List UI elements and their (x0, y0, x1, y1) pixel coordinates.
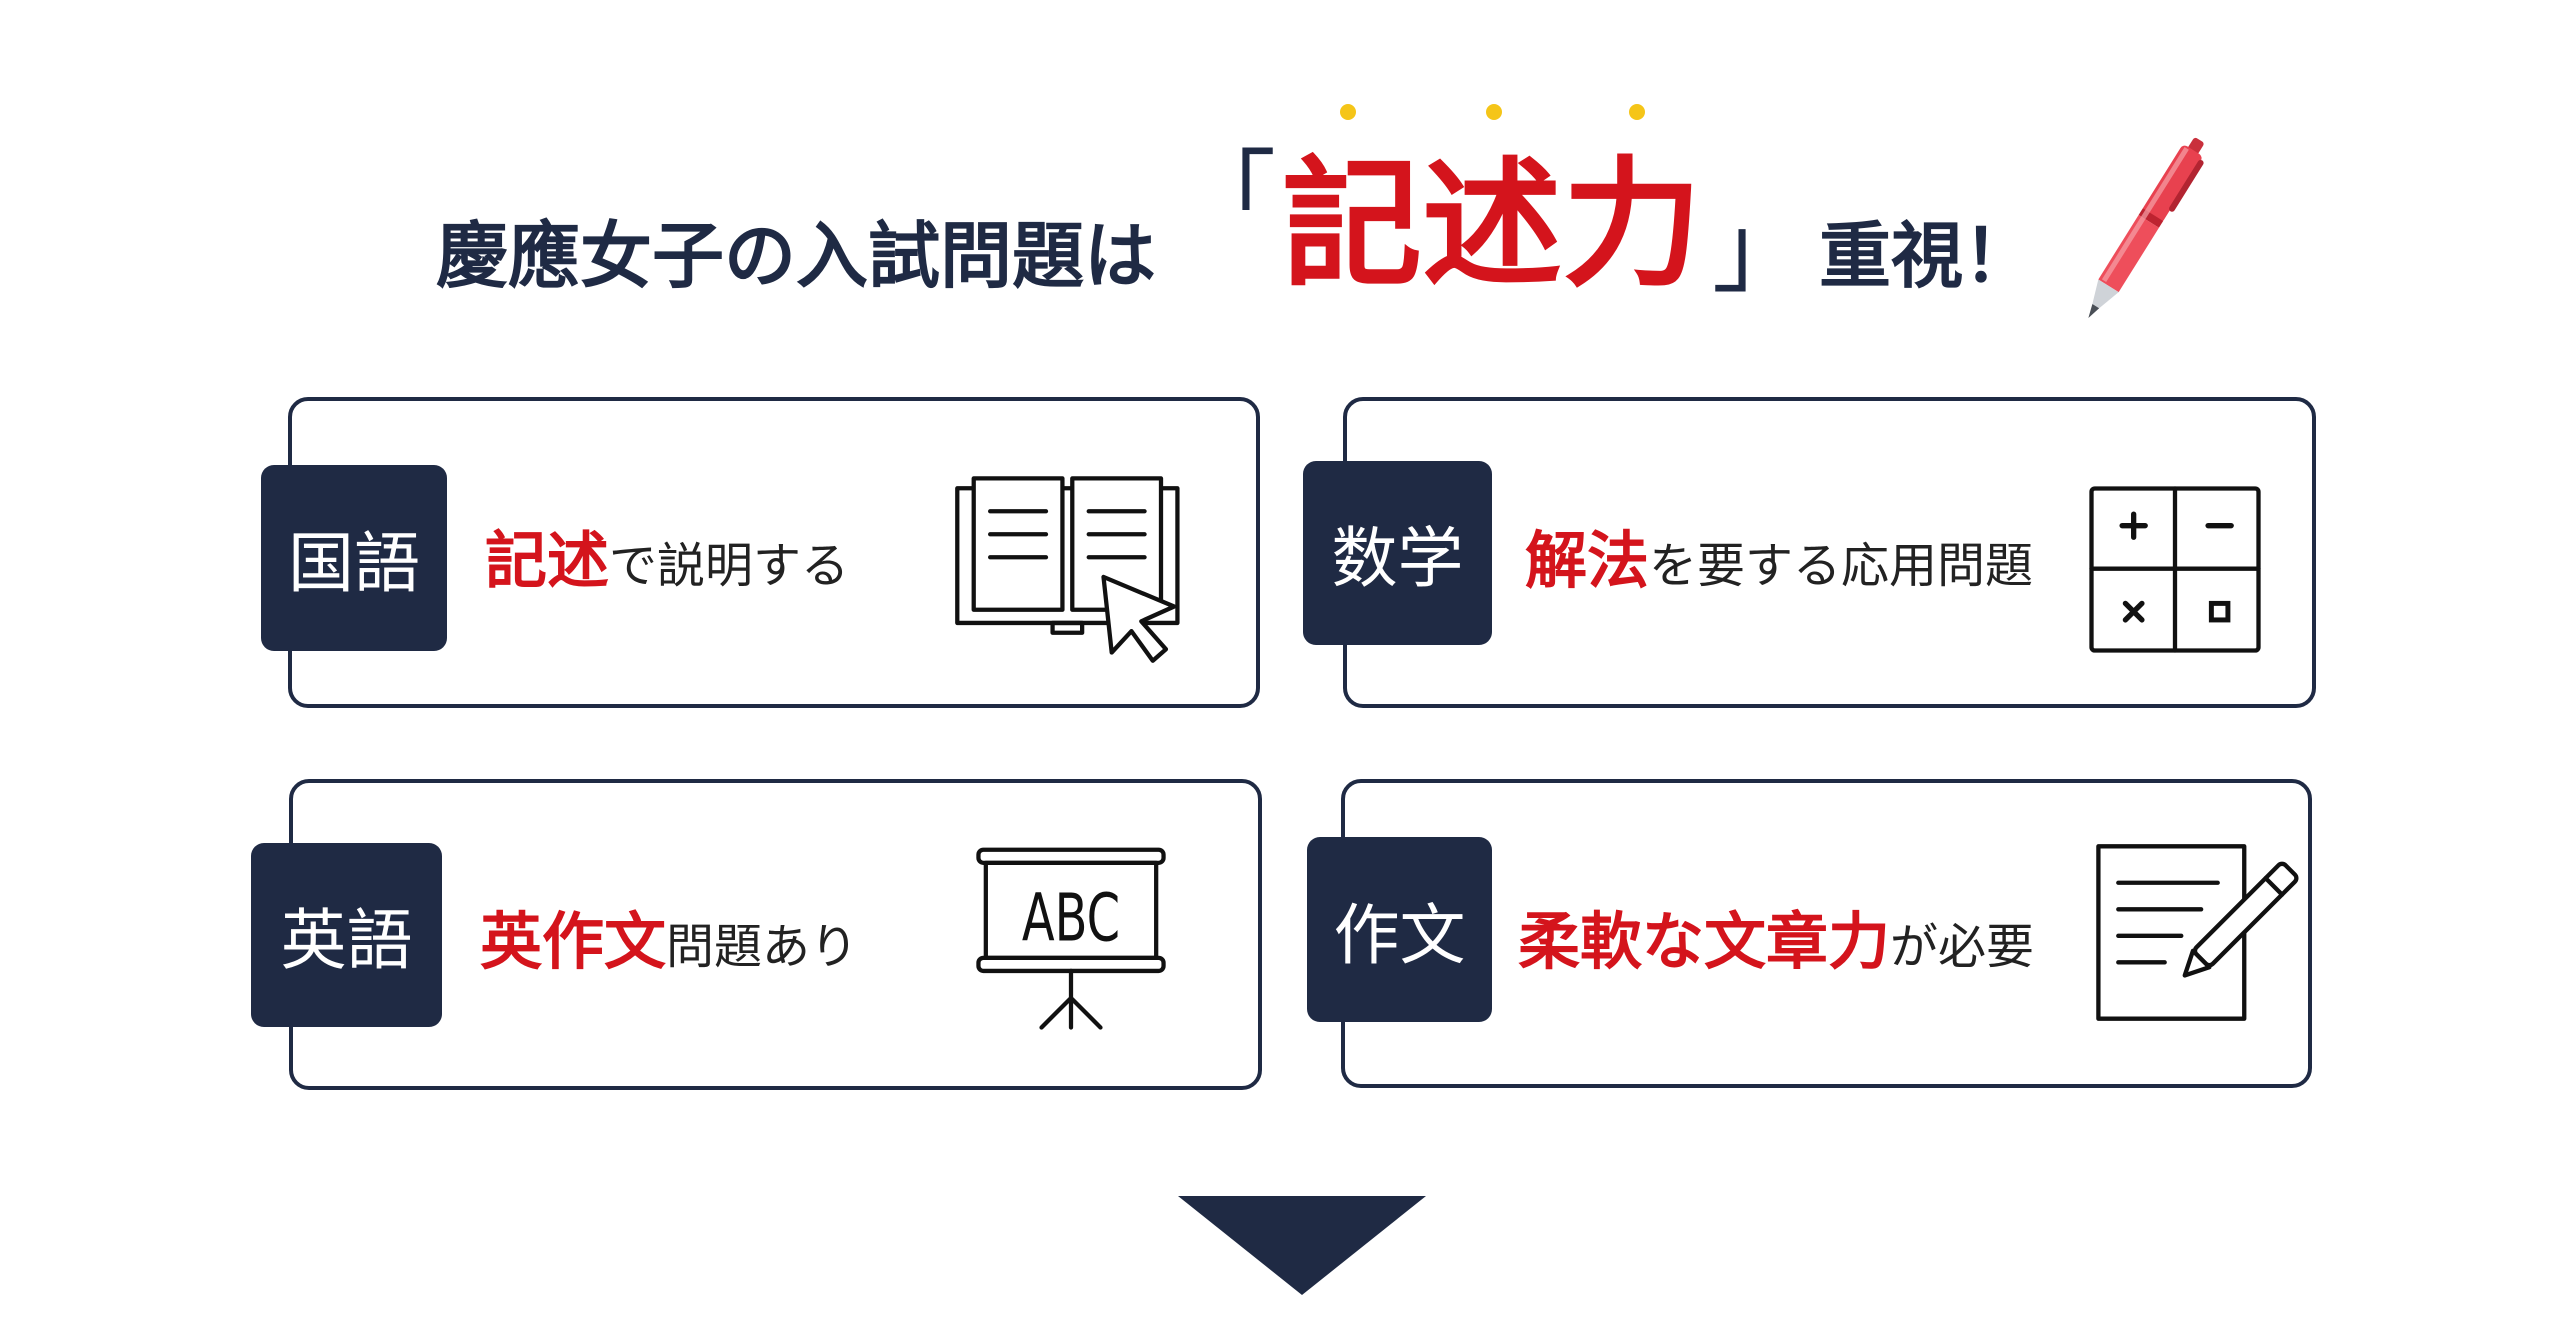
description-highlight: 解法 (1525, 527, 1650, 596)
emphasis-dot (1340, 104, 1356, 120)
description-rest: を要する応用問題 (1649, 540, 2034, 593)
subject-label: 国語 (261, 465, 447, 651)
notepad-pencil-icon (2096, 844, 2299, 1021)
card-description: 記述 で説明する (485, 517, 849, 607)
plus-icon (2119, 511, 2148, 540)
description-rest: 問題あり (666, 921, 859, 974)
subject-card-composition: 作文 柔軟な文章力 が必要 (1307, 779, 2312, 1088)
title-prefix: 慶應女子の入試問題は (436, 213, 1157, 298)
description-highlight: 記述 (485, 527, 610, 596)
title-suffix: 重視！ (1819, 213, 2036, 298)
open-book-cursor-icon (955, 476, 1180, 663)
subject-card-english: 英語 英作文 問題あり ABC (251, 779, 1262, 1090)
subject-card-japanese: 国語 記述 で説明する (261, 397, 1260, 708)
description-highlight: 柔軟な文章力 (1518, 908, 1891, 977)
subject-label: 英語 (251, 843, 442, 1027)
card-description: 解法 を要する応用問題 (1525, 517, 2033, 607)
subject-card-math: 数学 解法 を要する応用問題 (1303, 397, 2316, 708)
abc-whiteboard-icon: ABC (976, 847, 1166, 1030)
square-icon (2208, 600, 2231, 623)
red-pen-icon (2088, 137, 2204, 319)
description-rest: で説明する (609, 540, 850, 593)
title-bracket-close: 」 (1712, 194, 1808, 306)
title-bracket-open: 「 (1180, 140, 1276, 252)
subject-label: 作文 (1307, 837, 1492, 1022)
whiteboard-text: ABC (1022, 881, 1120, 957)
description-rest: が必要 (1890, 921, 2035, 974)
card-description: 英作文 問題あり (480, 898, 858, 988)
emphasis-dot (1486, 104, 1502, 120)
title-emphasis: 記述力 (1282, 143, 1703, 307)
times-icon (2122, 600, 2145, 623)
subject-label: 数学 (1303, 461, 1492, 645)
calculator-symbols-icon (2089, 486, 2261, 653)
emphasis-dot (1629, 104, 1645, 120)
down-triangle-icon (1178, 1196, 1426, 1295)
card-description: 柔軟な文章力 が必要 (1518, 898, 2034, 988)
description-highlight: 英作文 (480, 908, 667, 977)
